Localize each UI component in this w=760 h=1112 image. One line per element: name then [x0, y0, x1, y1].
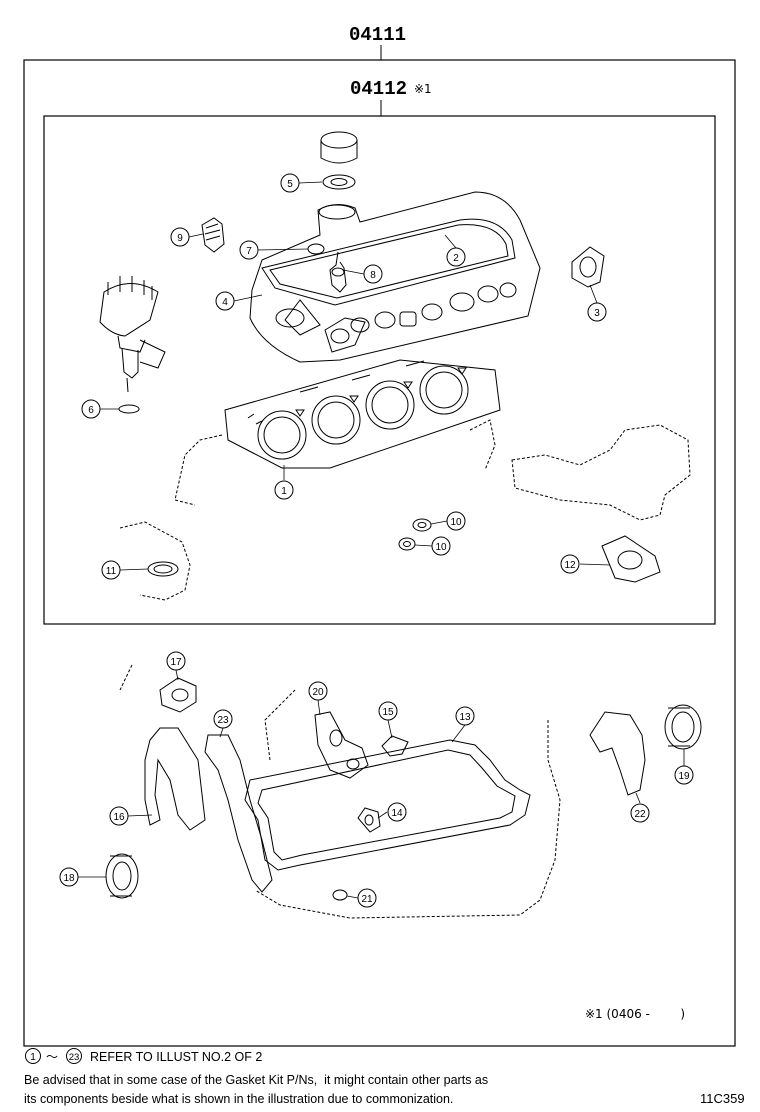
callout-8: 8 — [363, 264, 383, 284]
callout-23-label: 23 — [217, 715, 229, 726]
callout-4-label: 4 — [222, 297, 228, 308]
cylinder-head-gasket-drawing — [224, 359, 501, 469]
callout-5-label: 5 — [287, 179, 293, 190]
callout-7: 7 — [239, 240, 259, 260]
callout-markers: 1 2 3 4 5 6 7 8 9 10 10 11 12 13 14 15 1… — [59, 173, 694, 908]
timing-cover-gasket-16-drawing — [144, 727, 206, 831]
callout-17-label: 17 — [170, 657, 182, 668]
callout-6: 6 — [81, 399, 101, 419]
range-end-label: 23 — [69, 1052, 80, 1063]
o-ring-6-drawing — [118, 404, 140, 414]
callout-13: 13 — [455, 706, 475, 726]
outer-kit-frame — [23, 59, 736, 1047]
refer-text: REFER TO ILLUST NO.2 OF 2 — [90, 1050, 262, 1064]
range-start-label: 1 — [30, 1052, 36, 1063]
oil-pan-gasket-drawing — [244, 739, 531, 871]
callout-16: 16 — [109, 806, 129, 826]
filler-cap-gasket-drawing — [322, 174, 356, 190]
callout-3-label: 3 — [594, 308, 600, 319]
callout-2: 2 — [446, 247, 466, 267]
inner-part-suffix: ※1 — [414, 82, 432, 96]
gasket-17-drawing — [159, 677, 197, 713]
callout-10-upper: 10 — [446, 511, 466, 531]
callout-15-label: 15 — [382, 707, 394, 718]
callout-11-label: 11 — [106, 566, 117, 577]
oil-seal-11-drawing — [119, 521, 191, 601]
engine-block-outline — [174, 419, 496, 506]
callout-10-upper-label: 10 — [450, 517, 462, 528]
callout-8-label: 8 — [370, 270, 376, 281]
advisory-line-1: Be advised that in some case of the Gask… — [24, 1073, 488, 1087]
callout-16-label: 16 — [113, 812, 125, 823]
callout-leaders — [78, 181, 685, 899]
callout-7-label: 7 — [246, 246, 252, 257]
callout-23: 23 — [213, 709, 233, 729]
lower-engine-outline — [119, 664, 561, 919]
callout-9-label: 9 — [177, 233, 183, 244]
distributor-drawing — [99, 276, 166, 393]
callout-9: 9 — [170, 227, 190, 247]
gasket-22-drawing — [589, 711, 646, 796]
drain-plug-gasket-drawing — [332, 889, 348, 901]
callout-19-label: 19 — [678, 771, 690, 782]
callout-3: 3 — [587, 302, 607, 322]
gasket-15-drawing — [381, 735, 409, 757]
callout-14: 14 — [387, 802, 407, 822]
callout-14-label: 14 — [391, 808, 403, 819]
callout-17: 17 — [166, 651, 186, 671]
callout-13-label: 13 — [459, 712, 471, 723]
callout-18: 18 — [59, 867, 79, 887]
inner-kit-frame — [43, 115, 716, 625]
exhaust-manifold-drawing — [511, 424, 691, 521]
callout-21-label: 21 — [361, 894, 373, 905]
gasket-3-drawing — [571, 246, 605, 288]
callout-5: 5 — [280, 173, 300, 193]
timing-cover-gasket-23-drawing — [204, 734, 273, 893]
callout-11: 11 — [101, 560, 121, 580]
cylinder-head-cover-drawing — [249, 191, 541, 363]
callout-12-label: 12 — [564, 560, 576, 571]
lower-parts-drawings — [105, 664, 702, 919]
oil-filler-cap-drawing — [320, 131, 358, 164]
callout-22-label: 22 — [634, 809, 646, 820]
illustration-code: 11C359 — [700, 1091, 745, 1106]
period-note: ※1 (0406 - ) — [585, 1007, 685, 1021]
callout-10-lower: 10 — [431, 536, 451, 556]
callout-2-label: 2 — [453, 253, 459, 264]
callout-20: 20 — [308, 681, 328, 701]
callout-20-label: 20 — [312, 687, 324, 698]
callout-10-lower-label: 10 — [435, 542, 447, 553]
gasket-20-drawing — [314, 711, 369, 779]
range-tilde: ～ — [46, 1050, 58, 1064]
upper-parts-drawings — [99, 131, 691, 601]
oil-seal-18-drawing — [105, 853, 139, 899]
washer-10-lower-drawing — [398, 537, 416, 551]
refer-line: 1 ～ 23 REFER TO ILLUST NO.2 OF 2 — [25, 1048, 262, 1064]
gasket-14-drawing — [357, 807, 381, 833]
washer-10-upper-drawing — [412, 518, 432, 532]
outer-part-number: 04111 — [349, 24, 406, 46]
gasket-12-drawing — [601, 535, 661, 583]
callout-19: 19 — [674, 765, 694, 785]
grommet-9-drawing — [201, 217, 225, 253]
callout-4: 4 — [215, 291, 235, 311]
inner-part-number: 04112 — [350, 78, 407, 100]
grommet-drawing — [307, 243, 325, 255]
callout-6-label: 6 — [88, 405, 94, 416]
pcv-valve-drawing — [329, 251, 347, 293]
rear-oil-seal-drawing — [664, 704, 702, 750]
callout-1-label: 1 — [281, 486, 287, 497]
advisory-line-2: its components beside what is shown in t… — [24, 1092, 453, 1106]
callout-21: 21 — [357, 888, 377, 908]
callout-12: 12 — [560, 554, 580, 574]
callout-15: 15 — [378, 701, 398, 721]
callout-18-label: 18 — [63, 873, 75, 884]
callout-1: 1 — [274, 480, 294, 500]
callout-22: 22 — [630, 803, 650, 823]
